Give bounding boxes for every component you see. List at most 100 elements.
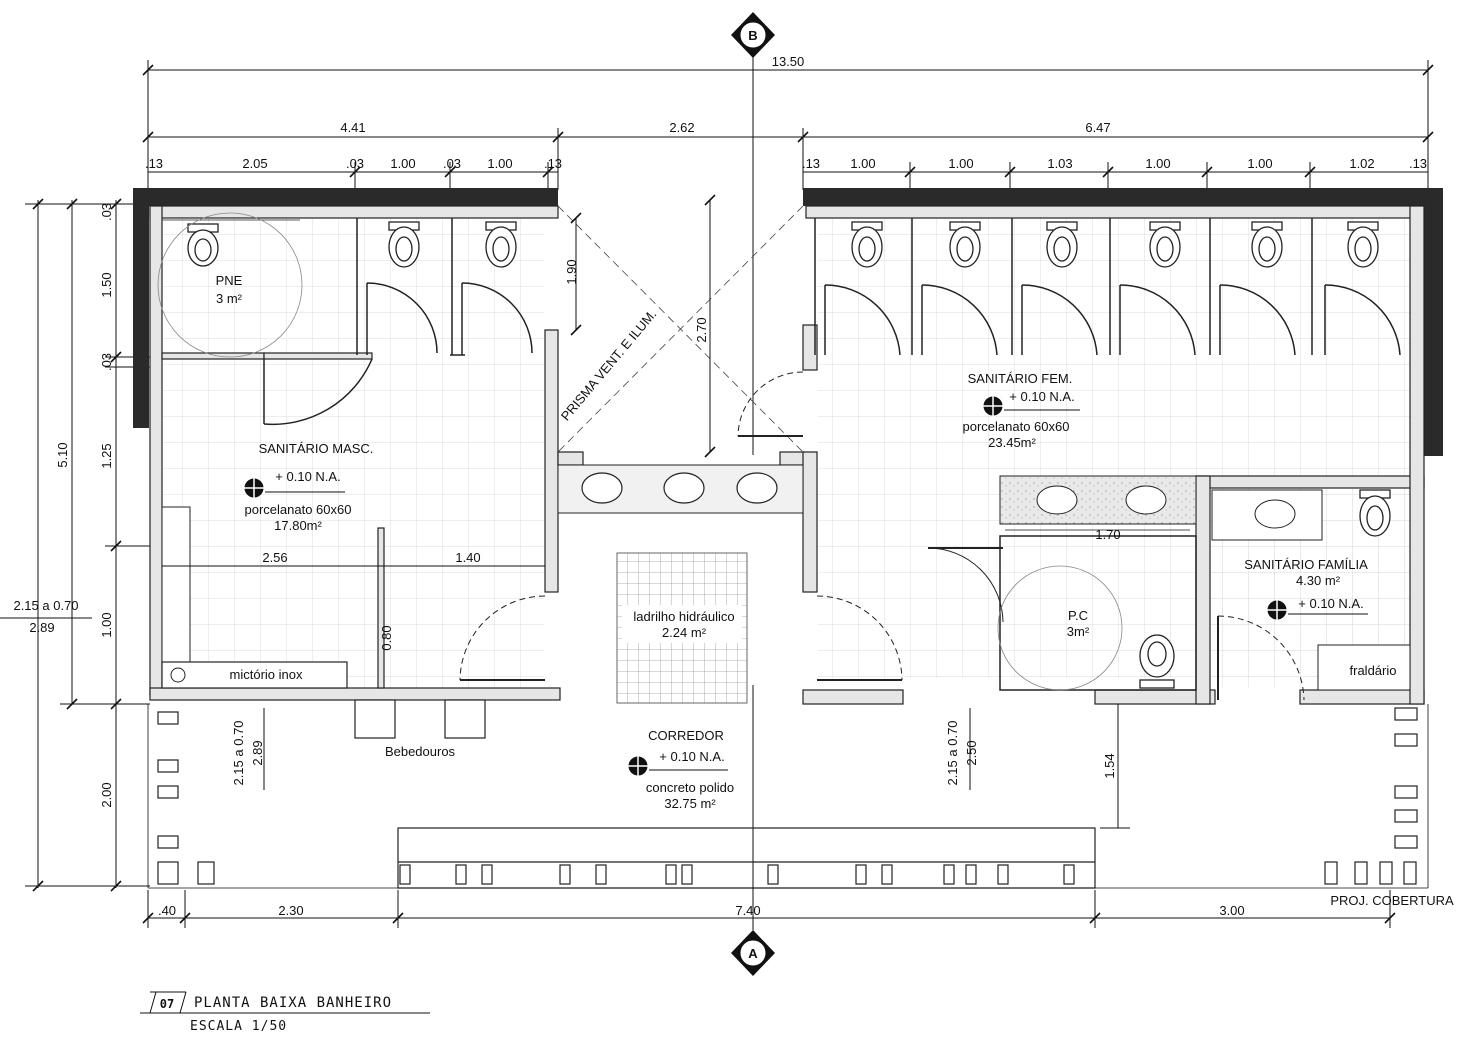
drawing-scale: ESCALA 1/50 bbox=[190, 1019, 287, 1034]
pc-area: 3m² bbox=[1067, 624, 1090, 639]
toilet-icon-fem-6 bbox=[1347, 221, 1379, 268]
masc-area: 17.80m² bbox=[274, 518, 322, 533]
dim-edge-small-end: .13 bbox=[1409, 156, 1427, 171]
dim-masc-width-a: 2.56 bbox=[262, 550, 287, 565]
fem-name: SANITÁRIO FEM. bbox=[968, 371, 1073, 386]
dim-prism-height: 2.70 bbox=[694, 317, 709, 342]
bottom-dimensions bbox=[147, 890, 1391, 928]
hall-finish: ladrilho hidráulico bbox=[633, 609, 734, 624]
dim-side-1-00: 1.00 bbox=[99, 612, 114, 637]
height-left-value: 2.89 bbox=[250, 740, 265, 765]
dim-right-part-0: 1.00 bbox=[850, 156, 875, 171]
top-dimension-ticks bbox=[142, 64, 1434, 178]
title-block bbox=[140, 991, 430, 1014]
bench bbox=[397, 827, 1096, 889]
left-dimension-ticks bbox=[32, 198, 122, 892]
sink-icon-1 bbox=[581, 472, 623, 504]
drawing-number: 07 bbox=[160, 997, 174, 1011]
corridor-columns bbox=[157, 707, 1418, 885]
corredor-area: 32.75 m² bbox=[664, 796, 716, 811]
dim-side-total: 5.10 bbox=[55, 442, 70, 467]
corredor-name: CORREDOR bbox=[648, 728, 724, 743]
masc-fixtures bbox=[161, 506, 545, 739]
sink-icon-3 bbox=[736, 472, 778, 504]
familia-level: + 0.10 N.A. bbox=[1298, 596, 1363, 611]
bebedouros-label: Bebedouros bbox=[385, 744, 456, 759]
toilet-icons bbox=[187, 221, 1391, 689]
section-marker-b-label: B bbox=[748, 28, 757, 43]
toilet-icon-masc-1 bbox=[388, 221, 420, 268]
dim-height-range-left: 2.15 a 0.70 bbox=[13, 598, 78, 613]
toilet-icon-masc-2 bbox=[485, 221, 517, 268]
dim-right-part-5: 1.02 bbox=[1349, 156, 1374, 171]
dim-side-wall-top: .03 bbox=[99, 203, 114, 221]
dim-left-part-2: 1.00 bbox=[390, 156, 415, 171]
dim-height-left-outer: 2.89 bbox=[29, 620, 54, 635]
toilet-icon-fem-5 bbox=[1251, 221, 1283, 268]
familia-name: SANITÁRIO FAMÍLIA bbox=[1244, 557, 1368, 572]
familia-fixtures bbox=[1211, 489, 1411, 691]
prism-ticks bbox=[570, 194, 716, 458]
dim-left-block: 4.41 bbox=[340, 120, 365, 135]
corredor-finish: concreto polido bbox=[646, 780, 734, 795]
toilet-icon-fem-2 bbox=[949, 221, 981, 268]
pne-turning-circle bbox=[157, 212, 303, 358]
dim-corridor-depth: 1.54 bbox=[1102, 753, 1117, 778]
exterior-walls bbox=[133, 188, 1443, 456]
level-marker-familia bbox=[1263, 598, 1368, 622]
dim-masc-width-b: 1.40 bbox=[455, 550, 480, 565]
stall-partitions-right bbox=[814, 218, 1401, 356]
fem-finish: porcelanato 60x60 bbox=[963, 419, 1070, 434]
fem-area: 23.45m² bbox=[988, 435, 1036, 450]
dim-right-part-3: 1.00 bbox=[1145, 156, 1170, 171]
toilet-icon-fem-1 bbox=[851, 221, 883, 268]
fraldario-label: fraldário bbox=[1350, 663, 1397, 678]
dim-prism-depth: 1.90 bbox=[564, 259, 579, 284]
dim-left-part-4: 1.00 bbox=[487, 156, 512, 171]
dim-bottom-3: 3.00 bbox=[1219, 903, 1244, 918]
sink-icon-fem-1 bbox=[1036, 485, 1078, 515]
hall-area: 2.24 m² bbox=[662, 625, 707, 640]
stall-partitions-left bbox=[162, 218, 533, 426]
hydraulic-hall bbox=[616, 552, 748, 704]
dim-left-part-0: 2.05 bbox=[242, 156, 267, 171]
dim-side-1-25: 1.25 bbox=[99, 443, 114, 468]
dim-sink-counter: 1.70 bbox=[1095, 527, 1120, 542]
dim-left-part-1: .03 bbox=[346, 156, 364, 171]
dim-edge-small-right: .13 bbox=[802, 156, 820, 171]
toilet-icon-familia bbox=[1359, 489, 1391, 537]
dim-edge-small-prism: .13 bbox=[544, 156, 562, 171]
section-marker-a: A bbox=[731, 685, 775, 976]
sink-icon-familia bbox=[1254, 499, 1296, 529]
dim-edge-small-left: .13 bbox=[145, 156, 163, 171]
fem-level: + 0.10 N.A. bbox=[1009, 389, 1074, 404]
dim-total-width: 13.50 bbox=[772, 54, 805, 69]
left-dimensions bbox=[0, 200, 150, 888]
proj-cobertura-label: PROJ. COBERTURA bbox=[1330, 893, 1454, 908]
corredor-level: + 0.10 N.A. bbox=[659, 749, 724, 764]
pc-name: P.C bbox=[1068, 608, 1088, 623]
level-marker-corredor bbox=[624, 754, 728, 778]
bottom-dimension-ticks bbox=[142, 912, 1396, 924]
dim-bottom-2: 7.40 bbox=[735, 903, 760, 918]
toilet-icon-fem-3 bbox=[1046, 221, 1078, 268]
toilet-icon-pc bbox=[1139, 634, 1175, 689]
toilet-icon-fem-4 bbox=[1149, 221, 1181, 268]
dim-masc-small: 0.80 bbox=[379, 625, 394, 650]
height-notes bbox=[263, 704, 1130, 829]
section-marker-a-label: A bbox=[748, 946, 758, 961]
dim-left-part-3: .03 bbox=[443, 156, 461, 171]
height-right-value: 2.50 bbox=[964, 740, 979, 765]
prism-area bbox=[557, 200, 804, 453]
cover-projection bbox=[147, 704, 1429, 889]
pc-room bbox=[997, 475, 1197, 691]
masc-finish: porcelanato 60x60 bbox=[245, 502, 352, 517]
sink-icon-fem-2 bbox=[1125, 485, 1167, 515]
sink-icon-2 bbox=[663, 472, 705, 504]
pne-area: 3 m² bbox=[216, 291, 243, 306]
dim-side-wall-mid: .03 bbox=[99, 353, 114, 371]
toilet-icon-pne bbox=[187, 223, 219, 267]
door-swings bbox=[459, 371, 1305, 701]
masc-name: SANITÁRIO MASC. bbox=[259, 441, 374, 456]
level-marker-masc bbox=[240, 476, 345, 500]
